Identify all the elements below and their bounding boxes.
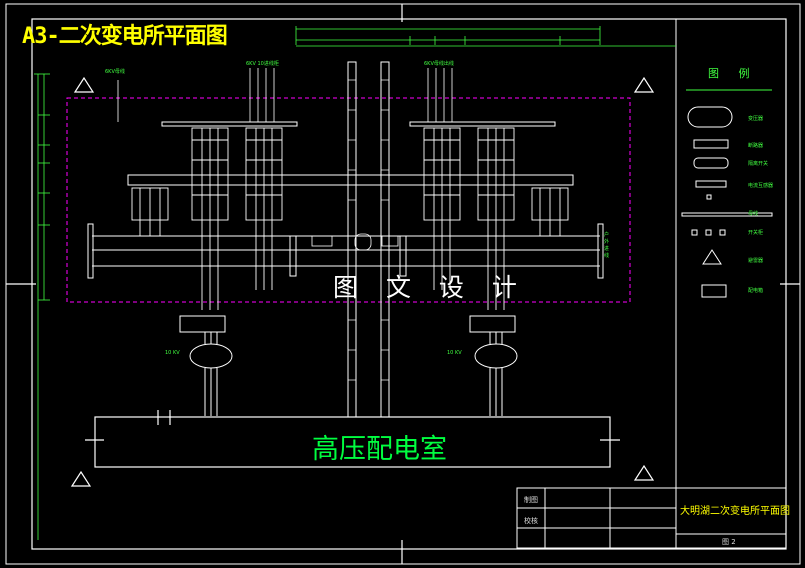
legend-label-7: 避雷器	[748, 258, 764, 264]
upper-busbars	[127, 121, 574, 186]
titleblock-row2: 校核	[524, 517, 538, 525]
legend-label-8: 配电箱	[748, 288, 764, 294]
legend-label-4: 电流互感器	[748, 183, 774, 189]
left-dimensions	[34, 73, 50, 540]
room-label: 高压配电室	[312, 434, 447, 465]
legend-label-6: 开关柜	[748, 230, 764, 236]
corner-markers	[70, 76, 655, 487]
center-marks	[6, 4, 800, 564]
top-label-1: 6KV母线	[105, 69, 125, 75]
isolator-icon	[693, 157, 729, 169]
top-label-3: 6KV母线出线	[424, 61, 454, 67]
legend-label-3: 隔离开关	[748, 161, 769, 167]
busbar-icon	[681, 212, 773, 217]
titleblock-row1: 制图	[524, 496, 538, 504]
breaker-icon	[693, 139, 729, 149]
left-switchgear	[131, 127, 283, 310]
arrester-icon	[702, 249, 722, 265]
drawing-title: A3-二次变电所平面图	[22, 24, 228, 49]
ct-icon	[695, 180, 727, 188]
legend-label-1: 变压器	[748, 116, 764, 122]
hv-room	[85, 410, 620, 468]
top-dimensions	[295, 26, 676, 47]
legend-label-5: 母线	[748, 211, 759, 217]
watermark: 图 文 设 计	[333, 273, 527, 302]
title-block	[516, 487, 787, 549]
transformers	[179, 315, 518, 416]
main-bus	[87, 223, 604, 279]
bus-tie	[311, 233, 399, 251]
legend-symbols	[681, 89, 773, 298]
transformer-label-left: 10 KV	[165, 350, 180, 356]
cable-tray-rungs	[348, 79, 389, 381]
transformer-icon	[687, 106, 733, 128]
transformer-label-right: 10 KV	[447, 350, 462, 356]
titleblock-name: 大明湖二次变电所平面图	[680, 506, 790, 517]
feeder-lines	[117, 68, 453, 122]
legend-label-2: 断路器	[748, 143, 764, 149]
sheet-number: 图 2	[722, 538, 736, 546]
distribution-box-icon	[701, 284, 727, 298]
top-label-2: 6KV 10进线柜	[246, 61, 279, 67]
right-switchgear	[423, 127, 569, 310]
side-label: 户外进线	[604, 232, 610, 259]
small-box-icon	[706, 194, 712, 200]
cable-trays	[347, 61, 390, 418]
legend-title: 图 例	[708, 67, 758, 80]
